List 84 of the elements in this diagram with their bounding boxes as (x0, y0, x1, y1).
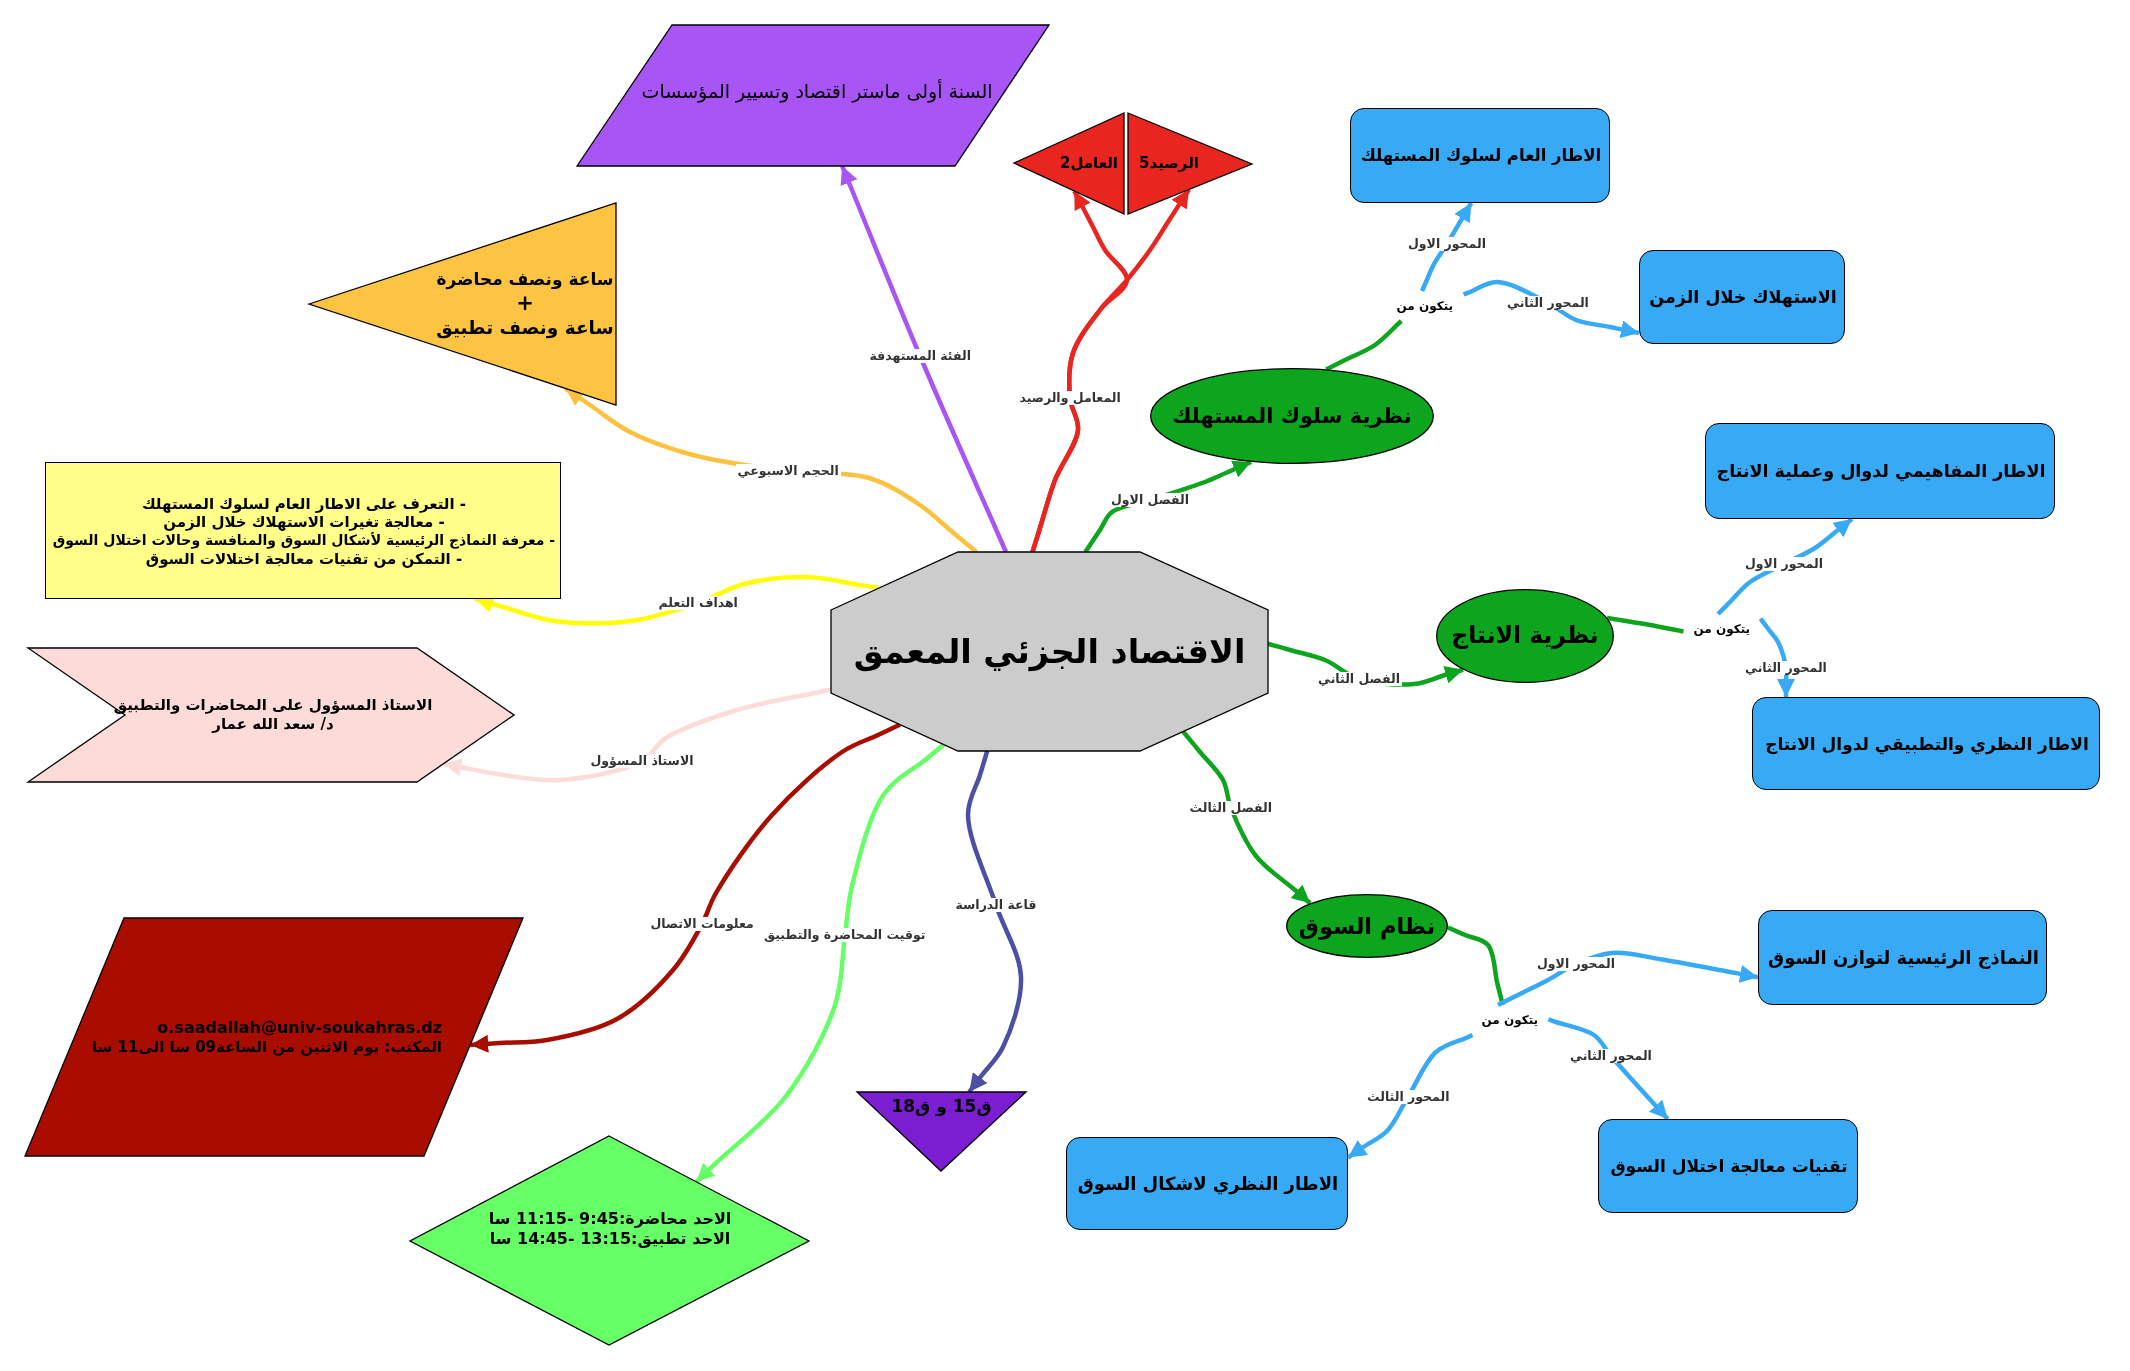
node-text: الاحد محاضرة:9:45 -11:15 سا (488, 1209, 732, 1229)
node-text: + (516, 289, 534, 317)
edge-label: المحور الاول (1535, 957, 1617, 972)
triangle-node (1014, 113, 1124, 214)
node-text: ق15 و ق18 (891, 1096, 992, 1118)
edge-label: المحور الثالث (1365, 1090, 1452, 1105)
rounded-box (1705, 423, 2055, 519)
edge-label: الحجم الاسبوعي (735, 464, 841, 479)
edge-label: المحور الاول (1743, 557, 1825, 572)
node-text: نظرية سلوك المستهلك (1172, 402, 1412, 430)
node-text: ساعة ونصف محاضرة (436, 268, 614, 290)
connector-line (1606, 615, 1684, 634)
chevron-node (28, 648, 514, 782)
node-text: الاطار المفاهيمي لدوال وعملية الانتاج (1716, 461, 2046, 483)
edge-label: الفئة المستهدفة (867, 349, 973, 364)
node-text: العامل2 (1060, 153, 1118, 173)
edge-label: قاعة الدراسة (953, 898, 1039, 913)
triangle-node (857, 1092, 1026, 1171)
node-text: تقنيات معالجة اختلال السوق (1610, 1156, 1848, 1178)
node-text: ساعة ونصف تطبيق (436, 316, 614, 340)
triangle-node (309, 203, 616, 405)
parallelogram-node (577, 25, 1049, 166)
connector-line (1325, 319, 1403, 372)
edge-label: المحور الاول (1406, 237, 1488, 252)
edge-label: الفصل الثالث (1187, 801, 1274, 816)
node-text: o.saadallah@univ-soukahras.dz (157, 1017, 442, 1038)
node-text: - التعرف على الاطار العام لسلوك المستهلك (141, 494, 467, 514)
edge-label: المحور الثاني (1568, 1049, 1654, 1064)
node-text: د/ سعد الله عمار (212, 715, 334, 734)
ellipse-node (1436, 589, 1614, 683)
node-text: - معرفة النماذج الرئيسية لأشكال السوق والمنافسة وحالات اختلال السوق (52, 532, 556, 550)
arrow (1758, 617, 1795, 697)
node-text: الاحد تطبيق:13:15 -14:45 سا (489, 1229, 731, 1249)
arrow (1547, 1017, 1670, 1121)
node-text: نظرية الانتاج (1451, 621, 1599, 651)
edge-label: المحور الثاني (1505, 296, 1591, 311)
arrow (840, 165, 1009, 553)
note-box (45, 462, 561, 599)
edge-label: الفصل الثاني (1316, 672, 1402, 687)
edge-label: الاستاذ المسؤول (588, 754, 696, 769)
rounded-box (1639, 250, 1845, 344)
edge-label: المحور الثاني (1743, 661, 1829, 676)
arrow (694, 742, 946, 1184)
arrow (474, 574, 880, 626)
node-text: الاطار النظري لاشكال السوق (1077, 1173, 1339, 1196)
diamond-node (410, 1136, 809, 1345)
node-text: الاطار النظري والتطبيقي لدوال الانتاج (1765, 733, 2089, 756)
arrow (1419, 201, 1474, 292)
ellipse-node (1150, 368, 1434, 464)
arrow (1462, 279, 1640, 339)
triangle-node (1128, 113, 1252, 214)
connector-line (1446, 925, 1505, 1006)
arrow (1181, 730, 1312, 905)
edge-label: توقيت المحاضرة والتطبيق (762, 928, 928, 943)
rounded-box (1752, 697, 2100, 790)
node-text: - معالجة تغيرات الاستهلاك خلال الزمن (163, 513, 445, 532)
arrow (1030, 188, 1191, 553)
arrow (965, 750, 1024, 1094)
arrow (1716, 517, 1854, 616)
node-text: النماذج الرئيسية لتوازن السوق (1768, 947, 2039, 970)
edge-label: الفصل الاول (1109, 493, 1191, 508)
rounded-box (1350, 108, 1610, 203)
node-text: الرصيد5 (1139, 153, 1199, 173)
node-text: السنة أولى ماستر اقتصاد وتسيير المؤسسات (641, 80, 993, 104)
arrow (442, 687, 832, 783)
edge-label: المعامل والرصيد (1017, 391, 1123, 406)
node-text: - التمكن من تقنيات معالجة اختلالات السوق (145, 549, 463, 569)
parallelogram-node (25, 918, 523, 1156)
edge-label: اهداف التعلم (656, 596, 740, 611)
ellipse-node (1286, 894, 1448, 958)
rounded-box (1066, 1137, 1348, 1230)
node-text: الاستاذ المسؤول على المحاضرات والتطبيق (113, 696, 433, 715)
octagon-node (831, 552, 1268, 751)
edge-label: معلومات الاتصال (648, 917, 756, 932)
node-text: الاقتصاد الجزئي المعمق (853, 630, 1246, 673)
rounded-box (1758, 910, 2047, 1005)
rounded-box (1598, 1119, 1858, 1213)
node-text: المكتب: يوم الاثنين من الساعة09 سا الى11 سا (91, 1037, 442, 1057)
arrow (1346, 1032, 1474, 1160)
node-text: نظام السوق (1298, 911, 1436, 941)
arrow (470, 722, 902, 1053)
node-text: الاطار العام لسلوك المستهلك (1360, 146, 1602, 167)
arrow (1497, 950, 1759, 1007)
node-text: الاستهلاك خلال الزمن (1649, 287, 1837, 309)
